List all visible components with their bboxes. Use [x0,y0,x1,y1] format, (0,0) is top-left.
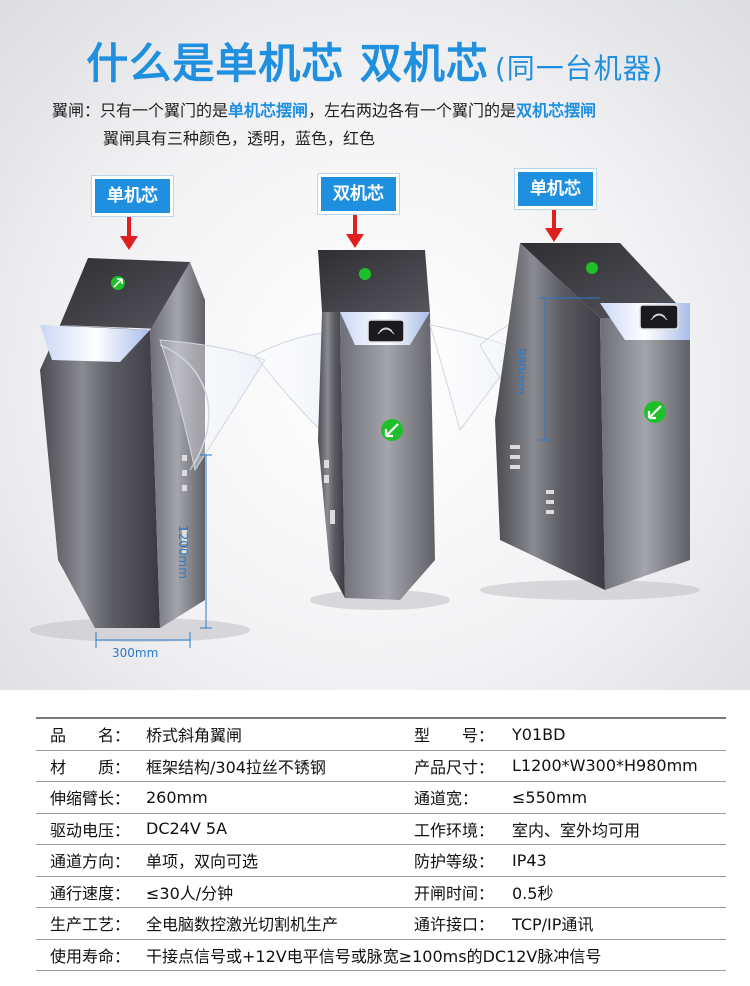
description-label: 翼闸： [52,101,101,120]
spec-value: 框架结构/304拉丝不锈钢 [132,750,400,782]
dimension-width-left: 300mm [112,646,159,660]
spec-label: 品 名： [36,717,132,751]
dimension-lines [95,297,600,648]
tag-middle-dual-core: 双机芯 [318,174,399,214]
spec-label: 通道宽： [400,781,498,814]
spec-label: 防护等级： [400,844,498,877]
page-title: 什么是单机芯 双机芯(同一台机器) [0,30,750,91]
spec-value: DC24V 5A [132,813,400,845]
table-row: 材 质： 框架结构/304拉丝不锈钢 产品尺寸： L1200*W300*H980… [36,750,726,782]
description-part-2: ，左右两边各有一个翼门的是 [308,101,517,120]
spec-value: ≤30人/分钟 [132,876,400,908]
spec-label: 型 号： [400,717,498,751]
spec-value: 桥式斜角翼闸 [132,717,400,751]
spec-value: 0.5秒 [498,876,726,908]
description-line-2: 翼闸具有三种颜色，透明，蓝色，红色 [103,129,376,148]
spec-value: Y01BD [498,717,726,751]
spec-value: 260mm [132,781,400,814]
spec-label: 开闸时间： [400,876,498,908]
spec-value: TCP/IP通讯 [498,907,726,940]
spec-label: 驱动电压： [36,813,132,845]
left-turnstile-unit [40,258,210,628]
table-row: 通行速度： ≤30人/分钟 开闸时间： 0.5秒 [36,876,726,908]
title-sub: (同一台机器) [494,52,664,85]
spec-value: ≤550mm [498,781,726,814]
dimension-height-right: 980mm [514,348,528,395]
spec-label: 产品尺寸： [400,750,498,782]
spec-label: 生产工艺： [36,907,132,940]
red-arrows [120,205,563,250]
table-row: 驱动电压： DC24V 5A 工作环境： 室内、室外均可用 [36,813,726,845]
highlight-dual-core: 双机芯摆闸 [516,101,597,120]
spec-label: 使用寿命： [36,939,132,971]
table-row: 品 名： 桥式斜角翼闸 型 号： Y01BD [36,717,726,751]
tag-left-single-core: 单机芯 [92,176,173,216]
spec-value: 室内、室外均可用 [498,813,726,845]
tag-right-single-core: 单机芯 [515,169,596,209]
middle-turnstile-unit [318,250,435,600]
spec-value: 单项，双向可选 [132,844,400,877]
right-turnstile-unit [495,243,690,590]
dimension-height-left: 1200mm [176,525,190,579]
spec-label: 伸缩臂长： [36,781,132,814]
highlight-single-core: 单机芯摆闸 [228,101,309,120]
spec-label: 通行速度： [36,876,132,908]
table-row: 伸缩臂长： 260mm 通道宽： ≤550mm [36,781,726,814]
spec-label: 通许接口： [400,907,498,940]
turnstile-illustration [30,205,700,648]
spec-label: 通道方向： [36,844,132,877]
table-row: 通道方向： 单项，双向可选 防护等级： IP43 [36,844,726,877]
spec-value: 干接点信号或+12V电平信号或脉宽≥100ms的DC12V脉冲信号 [132,939,726,971]
description-part-1: 只有一个翼门的是 [100,101,229,120]
spec-value: IP43 [498,844,726,877]
spec-label: 工作环境： [400,813,498,845]
title-main: 什么是单机芯 双机芯 [86,39,489,88]
spec-table: 品 名： 桥式斜角翼闸 型 号： Y01BD 材 质： 框架结构/304拉丝不锈… [36,717,726,971]
table-row: 生产工艺： 全电脑数控激光切割机生产 通许接口： TCP/IP通讯 [36,907,726,940]
table-row: 使用寿命： 干接点信号或+12V电平信号或脉宽≥100ms的DC12V脉冲信号 [36,939,726,971]
description-line-1: 翼闸：只有一个翼门的是单机芯摆闸，左右两边各有一个翼门的是双机芯摆闸 [52,97,596,121]
spec-value: 全电脑数控激光切割机生产 [132,907,400,940]
spec-value: L1200*W300*H980mm [498,750,726,782]
spec-label: 材 质： [36,750,132,782]
